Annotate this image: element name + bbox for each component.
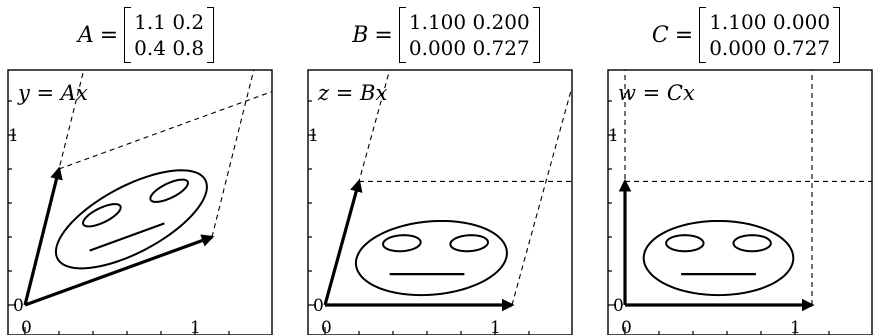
image-y-equals-one [59, 0, 292, 169]
left-eye [383, 235, 421, 251]
image-x-equals-one [512, 0, 592, 305]
map-label: w = Cx [618, 81, 695, 105]
face-outline [356, 221, 507, 295]
x-tick-label-one: 1 [190, 318, 201, 335]
plot-area [625, 0, 892, 305]
plot-area [25, 0, 292, 305]
right-eye [450, 235, 488, 251]
y-tick-label-zero: 0 [13, 296, 24, 316]
x-tick-label-zero: 0 [21, 318, 32, 335]
plot-area [325, 0, 592, 305]
mouth [90, 223, 165, 250]
image-x-equals-one [212, 0, 292, 237]
basis-vector-2 [325, 181, 359, 305]
map-label: z = Bx [317, 81, 387, 105]
plot-c: 0 1 0 1 w = Cx [600, 0, 892, 335]
basis-vector-2 [25, 169, 59, 305]
plot-a: 0 1 0 1 y = Ax [0, 0, 292, 335]
face-outline [644, 221, 794, 295]
x-tick-label-one: 1 [490, 318, 501, 335]
y-tick-label-one: 1 [608, 126, 619, 146]
x-tick-label-zero: 0 [321, 318, 332, 335]
plot-b: 0 1 0 1 z = Bx [300, 0, 592, 335]
left-eye [666, 235, 703, 251]
sample-point [281, 85, 287, 91]
face-outline [56, 170, 207, 268]
plot-frame [608, 70, 872, 335]
x-tick-label-one: 1 [790, 318, 801, 335]
y-tick-label-zero: 0 [613, 296, 624, 316]
right-eye [733, 235, 770, 251]
plot-frame [308, 70, 572, 335]
x-tick-label-zero: 0 [621, 318, 632, 335]
sample-point [581, 179, 587, 185]
y-tick-label-zero: 0 [313, 296, 324, 316]
basis-vector-1 [25, 237, 212, 305]
map-label: y = Ax [17, 81, 88, 105]
y-tick-label-one: 1 [8, 126, 19, 146]
y-tick-label-one: 1 [308, 126, 319, 146]
image-y-axis-ray [25, 0, 292, 305]
right-eye [150, 180, 188, 202]
image-y-axis-ray [325, 0, 592, 305]
